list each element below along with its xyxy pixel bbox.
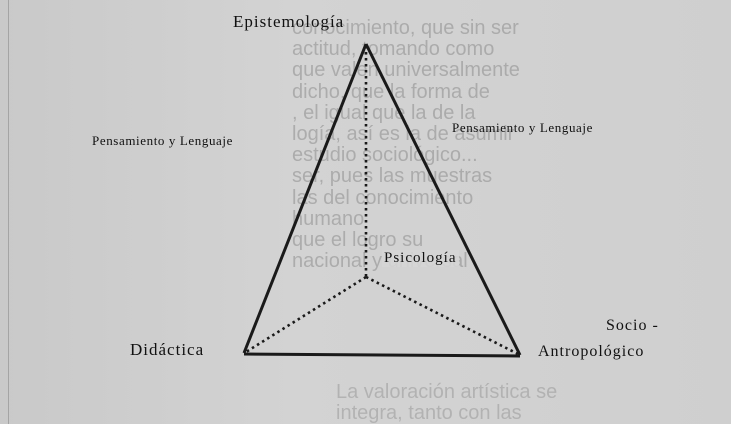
edge-bottom: [243, 352, 521, 358]
node-label-center: Psicología: [382, 250, 459, 267]
bleed-through-text-bottom: La valoración artística se integra, tant…: [336, 381, 558, 424]
node-label-bottom-left: Didáctica: [130, 340, 205, 359]
hidden-edge-right: [365, 275, 519, 356]
edge-right: [364, 43, 522, 356]
edge-label-left: Pensamiento y Lenguaje: [92, 133, 233, 148]
node-label-top: Epistemología: [233, 12, 345, 31]
edge-label-right: Pensamiento y Lenguaje: [452, 120, 593, 135]
page-margin-line: [8, 0, 9, 424]
hidden-edges: [245, 46, 519, 356]
node-label-bottom-right-line2: Antropológico: [538, 343, 645, 360]
hidden-edge-left: [245, 275, 367, 354]
outer-triangle: [242, 43, 522, 358]
node-label-bottom-right-line1: Socio -: [606, 317, 659, 334]
edge-left: [242, 43, 368, 354]
